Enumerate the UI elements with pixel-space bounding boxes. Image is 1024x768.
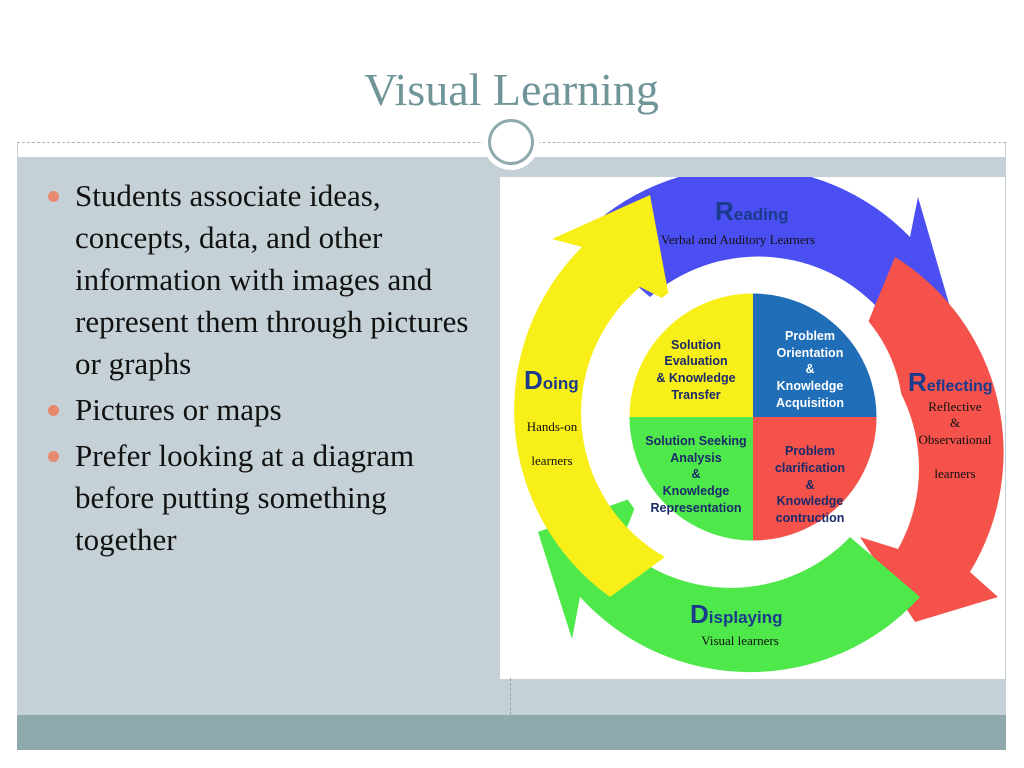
reading-arrow bbox=[580, 177, 950, 347]
q-bottom-left-line: Solution Seeking bbox=[645, 434, 746, 448]
doing-sub2: learners bbox=[531, 453, 572, 468]
q-top-left-line: Transfer bbox=[671, 388, 720, 402]
q-top-left-line: Evaluation bbox=[664, 354, 727, 368]
displaying-arrow bbox=[538, 495, 920, 673]
q-bottom-right-line: contruction bbox=[776, 511, 845, 525]
reading-sub: Verbal and Auditory Learners bbox=[661, 232, 815, 247]
reflecting-sub4: learners bbox=[934, 466, 975, 481]
q-top-left-line: & Knowledge bbox=[656, 371, 735, 385]
bullet-item: Students associate ideas, concepts, data… bbox=[44, 175, 484, 385]
quadrant-top-left bbox=[628, 292, 753, 417]
q-top-right-line: & bbox=[805, 362, 814, 376]
quadrant-bottom-left bbox=[628, 417, 753, 542]
circle-ornament-icon bbox=[488, 119, 534, 165]
bullet-dot-icon bbox=[48, 451, 59, 462]
q-bottom-right-line: Problem bbox=[785, 444, 835, 458]
q-top-right-line: Acquisition bbox=[776, 396, 844, 410]
q-top-right-line: Problem bbox=[785, 329, 835, 343]
q-bottom-left-line: Representation bbox=[651, 501, 742, 515]
bullet-dot-icon bbox=[48, 405, 59, 416]
reading-label: Reading bbox=[715, 196, 789, 226]
reflecting-arrow bbox=[860, 257, 1004, 622]
q-bottom-left-line: Analysis bbox=[670, 451, 721, 465]
bullet-list: Students associate ideas, concepts, data… bbox=[44, 175, 484, 565]
doing-arrow bbox=[514, 195, 670, 597]
slide-title: Visual Learning bbox=[364, 64, 659, 115]
doing-label: Doing bbox=[524, 365, 579, 395]
bullet-item: Prefer looking at a diagram before putti… bbox=[44, 435, 484, 561]
reflecting-sub1: Reflective bbox=[928, 399, 982, 414]
q-bottom-right-line: clarification bbox=[775, 461, 845, 475]
displaying-label: Displaying bbox=[690, 599, 782, 629]
q-bottom-left-line: Knowledge bbox=[663, 484, 730, 498]
bullet-text: Students associate ideas, concepts, data… bbox=[75, 178, 469, 381]
bullet-item: Pictures or maps bbox=[44, 389, 484, 431]
reflecting-sub3: Observational bbox=[919, 432, 992, 447]
quadrant-bottom-right bbox=[753, 417, 878, 542]
q-bottom-left-line: & bbox=[691, 467, 700, 481]
q-bottom-right-line: Knowledge bbox=[777, 494, 844, 508]
bullet-text: Pictures or maps bbox=[75, 392, 282, 427]
reflecting-label: Reflecting bbox=[908, 367, 993, 397]
displaying-sub: Visual learners bbox=[701, 633, 779, 648]
doing-sub1: Hands-on bbox=[527, 419, 578, 434]
bullet-text: Prefer looking at a diagram before putti… bbox=[75, 438, 415, 557]
footer-divider bbox=[510, 678, 511, 715]
footer-bar bbox=[17, 715, 1006, 750]
q-top-left-line: Solution bbox=[671, 338, 721, 352]
learning-cycle-svg: Reading Verbal and Auditory Learners Ref… bbox=[514, 177, 1004, 673]
reflecting-sub2: & bbox=[950, 415, 960, 430]
q-top-right-line: Orientation bbox=[777, 346, 844, 360]
bullet-dot-icon bbox=[48, 191, 59, 202]
q-bottom-right-line: & bbox=[805, 478, 814, 492]
learning-cycle-diagram: Reading Verbal and Auditory Learners Ref… bbox=[500, 177, 1005, 679]
quadrant-top-right bbox=[753, 292, 878, 417]
q-top-right-line: Knowledge bbox=[777, 379, 844, 393]
